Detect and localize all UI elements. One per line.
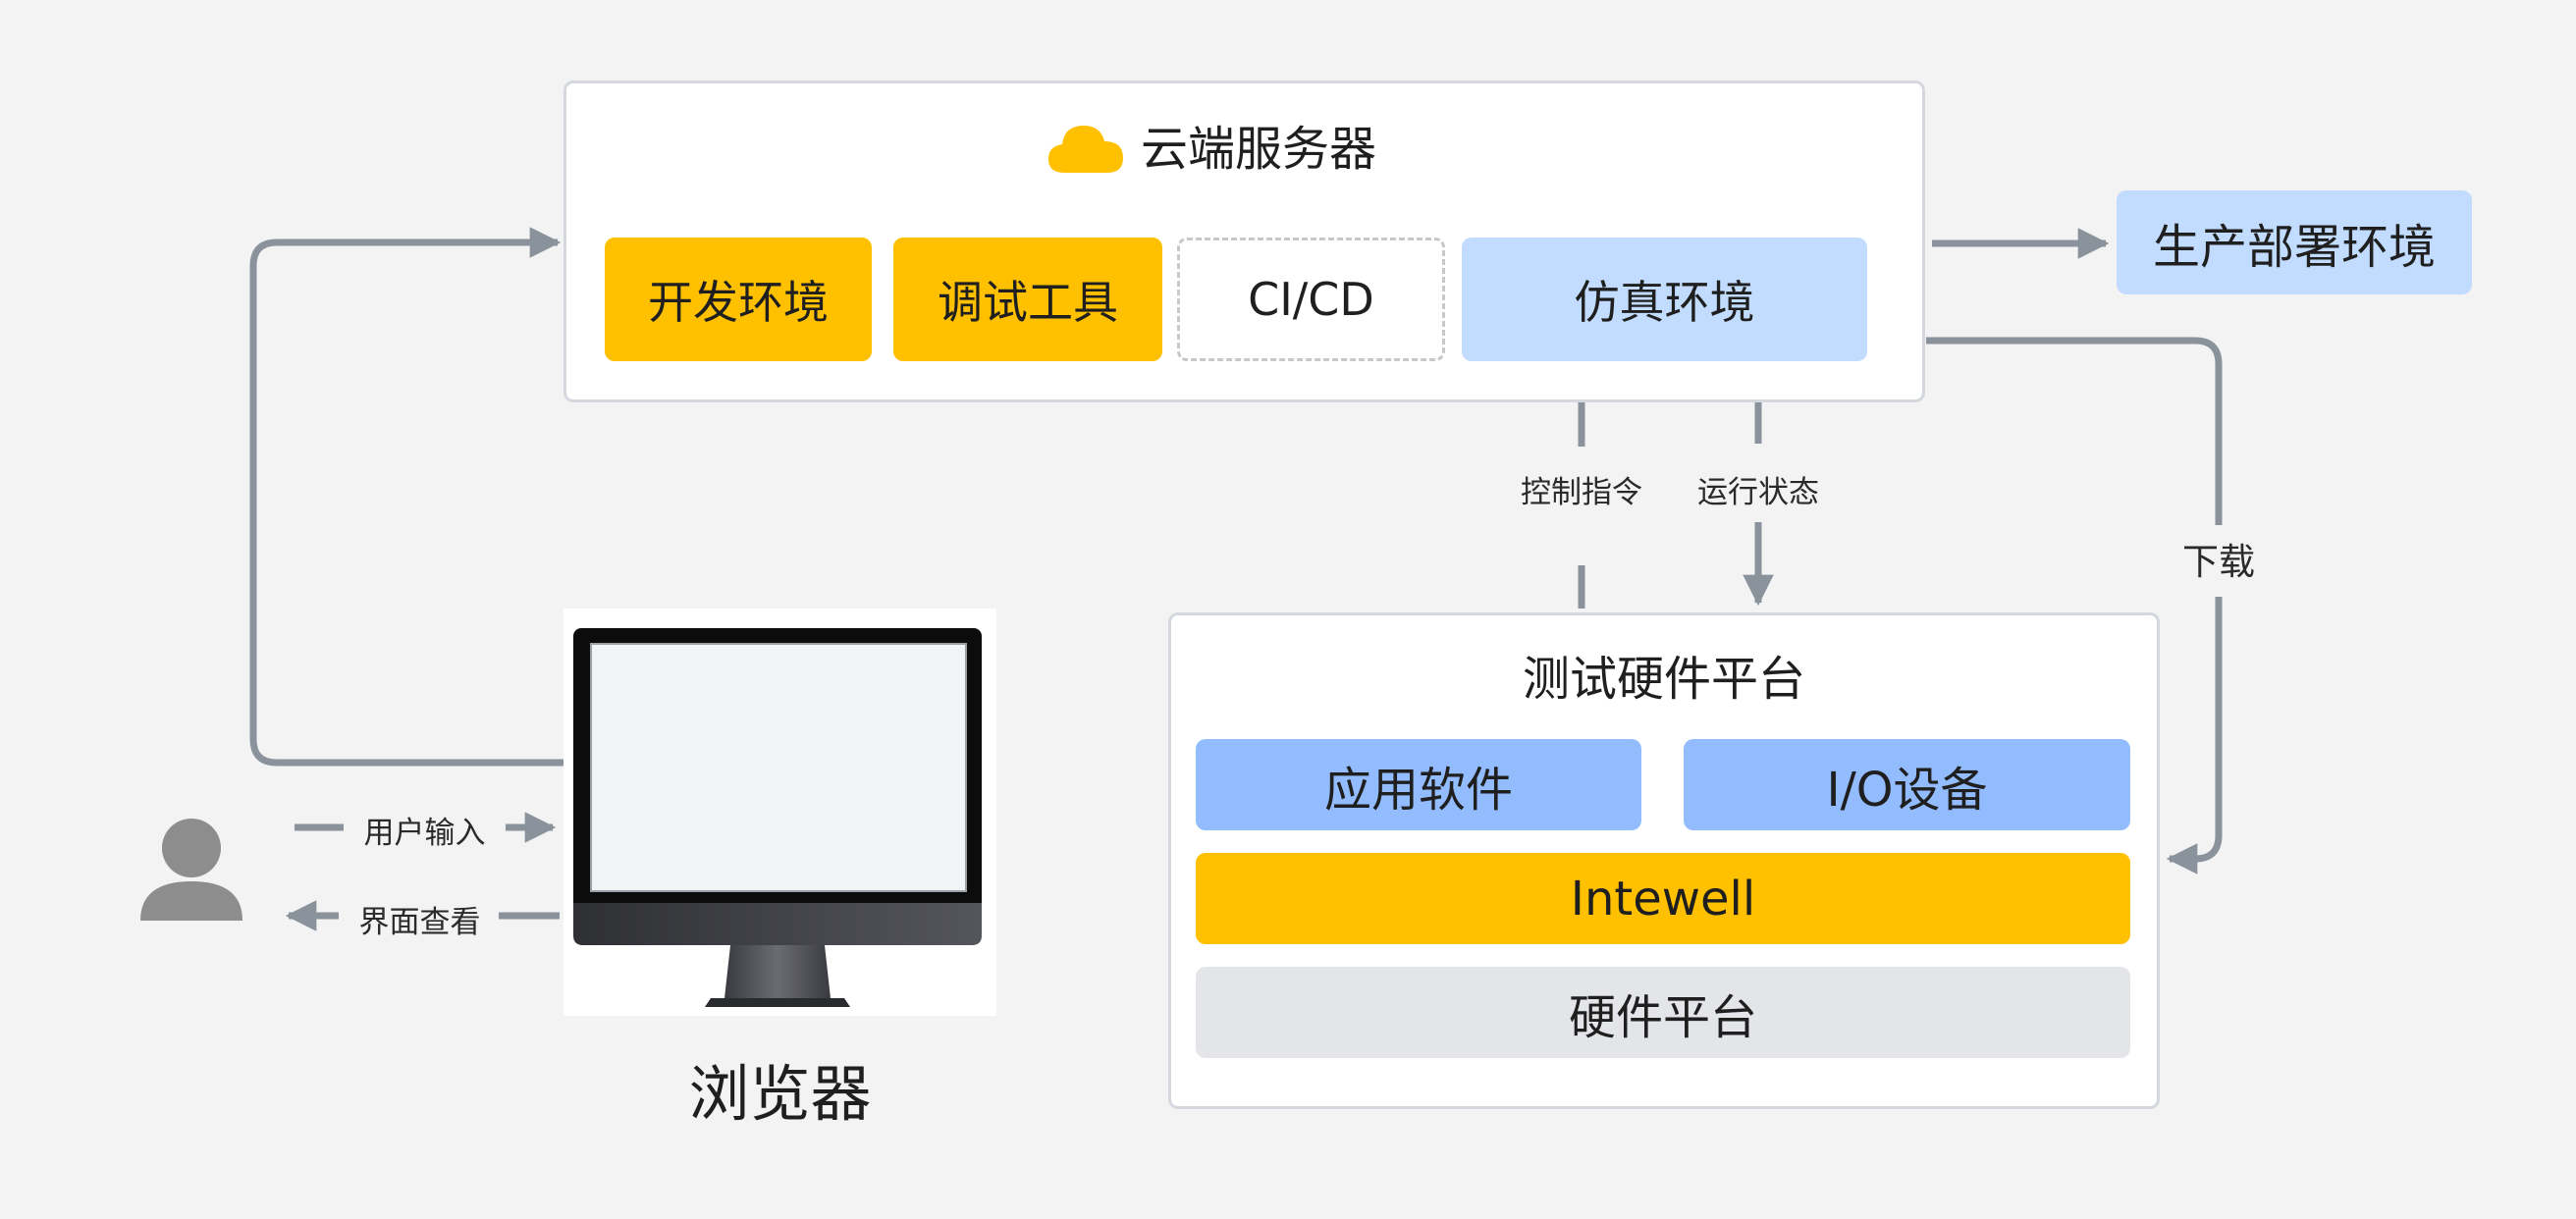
simulation-environment-chip: 仿真环境 bbox=[1462, 238, 1867, 361]
intewell-chip: Intewell bbox=[1196, 853, 2130, 944]
browser-label: 浏览器 bbox=[688, 1058, 872, 1130]
monitor-icon bbox=[564, 609, 996, 1016]
download-label: 下载 bbox=[2182, 541, 2255, 583]
cloud-server-title: 云端服务器 bbox=[1141, 122, 1377, 177]
hardware-platform-chip: 硬件平台 bbox=[1196, 967, 2130, 1058]
dev-environment-chip: 开发环境 bbox=[605, 238, 872, 361]
cloud-icon bbox=[1046, 120, 1125, 175]
debug-tools-chip: 调试工具 bbox=[893, 238, 1162, 361]
production-environment-chip: 生产部署环境 bbox=[2117, 190, 2472, 294]
test-hardware-title: 测试硬件平台 bbox=[1522, 652, 1805, 707]
user-input-label: 用户输入 bbox=[363, 816, 486, 851]
ci-cd-chip: CI/CD bbox=[1177, 238, 1445, 361]
io-device-chip: I/O设备 bbox=[1684, 739, 2130, 830]
application-software-chip: 应用软件 bbox=[1196, 739, 1641, 830]
view-ui-label: 界面查看 bbox=[358, 905, 481, 940]
download-arrow bbox=[1926, 337, 2223, 859]
user-icon bbox=[138, 817, 244, 923]
browser-to-cloud-arrow bbox=[249, 227, 594, 767]
control-command-label: 控制指令 bbox=[1521, 475, 1642, 510]
run-status-label: 运行状态 bbox=[1697, 475, 1819, 510]
